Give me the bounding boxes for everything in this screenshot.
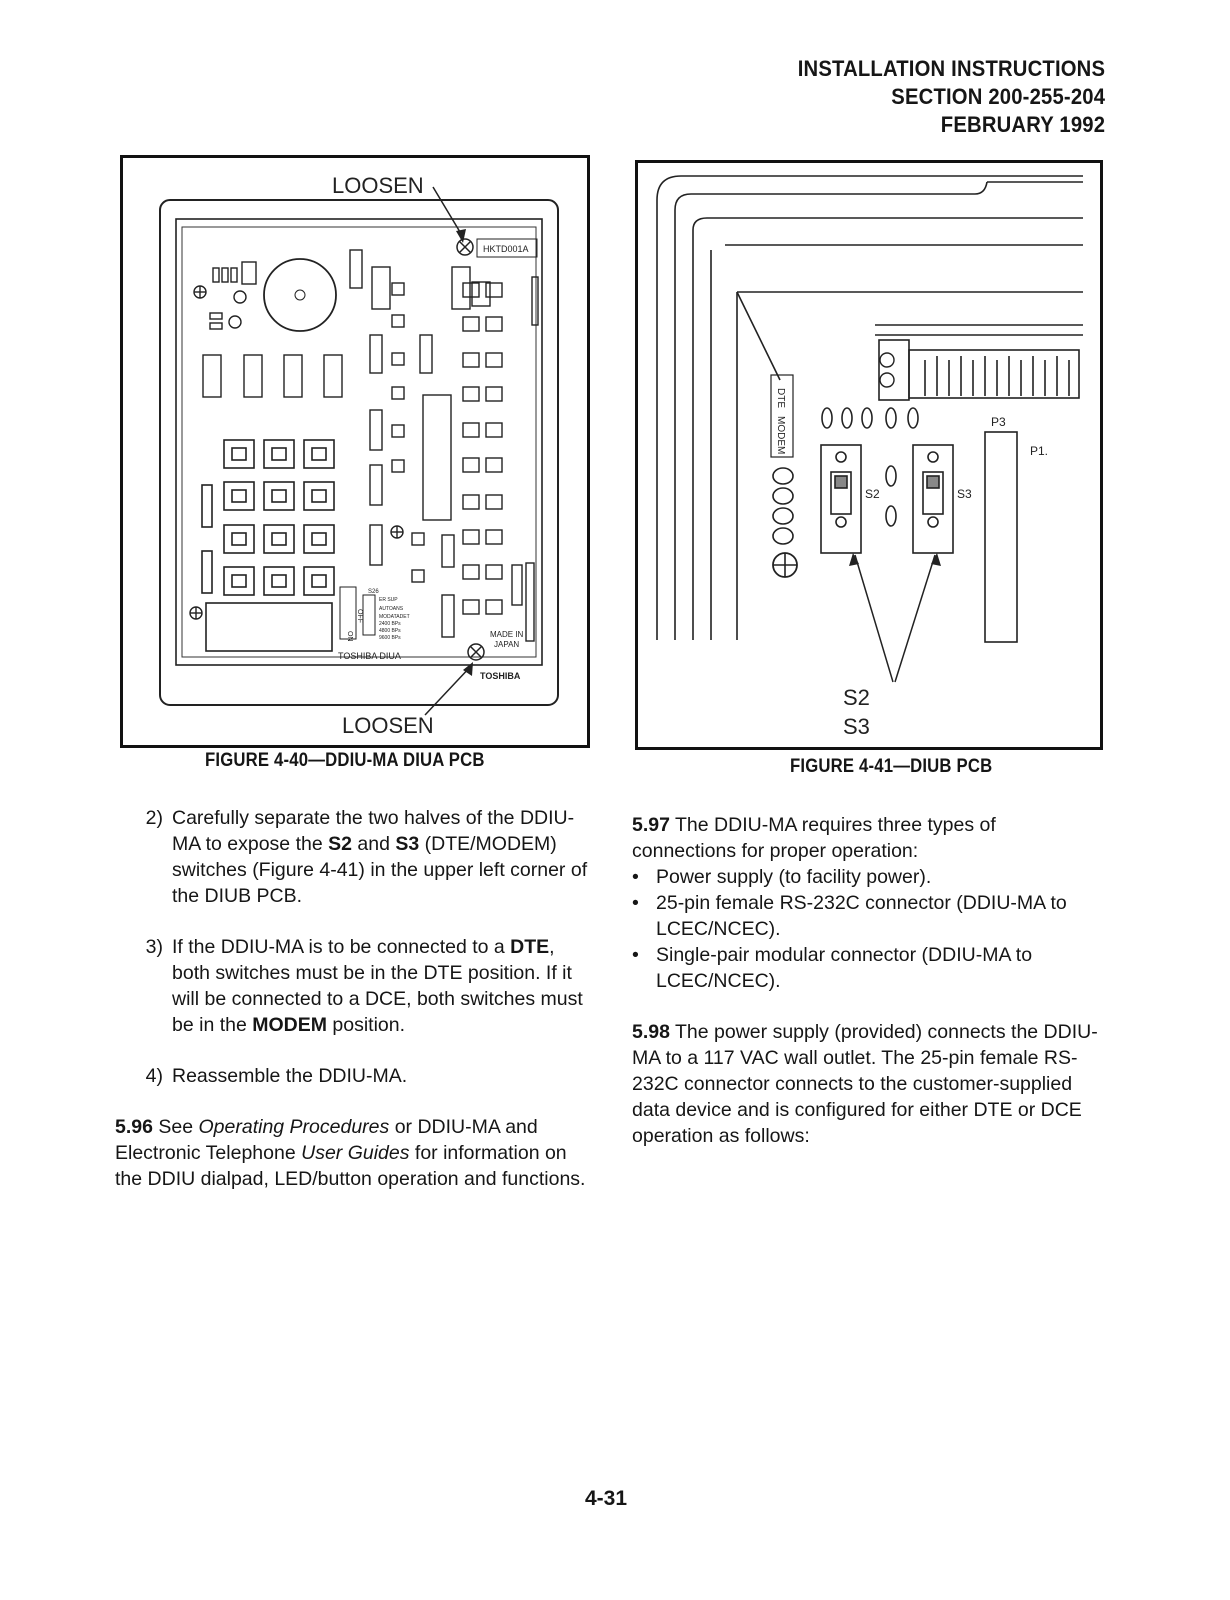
switch-opt-3: MODATADET — [379, 614, 410, 620]
switch-opt-2: AUTOANS — [379, 606, 404, 612]
button-grid — [201, 439, 335, 596]
step-2-s3: S3 — [395, 833, 420, 855]
loosen-bottom-label: LOOSEN — [342, 713, 434, 738]
step-2-text: Carefully separate the two halves of the… — [172, 805, 590, 909]
paragraph-5-98-number: 5.98 — [632, 1021, 670, 1043]
paragraph-5-97-text: The DDIU-MA requires three types of conn… — [632, 814, 996, 862]
step-3-dte: DTE — [510, 936, 550, 958]
bullet-item-3: • Single-pair modular connector (DDIU-MA … — [632, 942, 1102, 994]
step-3-number: 3) — [145, 936, 163, 958]
bullet-icon: • — [632, 944, 639, 966]
screw-top-icon — [456, 238, 474, 256]
step-3-part-c: position. — [326, 1014, 406, 1036]
s2-callout-label: S2 — [843, 685, 870, 710]
figure-4-41-diub-pcb: DTE MODEM S2 S3 P3 P1. S2 S3 — [635, 160, 1103, 750]
switch-opt-5: 4800 BPs — [379, 628, 401, 634]
paragraph-5-97-number: 5.97 — [632, 814, 670, 836]
step-2-part-c: (DTE/MODEM) switches (Figure 4-41) in th… — [172, 833, 588, 907]
s3-callout-label: S3 — [843, 714, 870, 739]
bullet-text-1: Power supply (to facility power). — [656, 866, 932, 888]
bullet-item-1: • Power supply (to facility power). — [632, 864, 1102, 890]
s3-switch — [912, 444, 954, 554]
p1-label: P1. — [1030, 444, 1048, 458]
screw-bottom-icon — [467, 643, 485, 661]
step-4-text: Reassemble the DDIU-MA. — [172, 1065, 408, 1087]
page-number: 4-31 — [585, 1487, 628, 1510]
dte-label: DTE — [775, 388, 786, 408]
figure-4-40-diua-pcb: LOOSEN HKTD001A — [120, 155, 590, 748]
step-3-part-b: , both switches must be in the DTE posit… — [172, 936, 583, 1036]
paragraph-5-96: 5.96 See Operating Procedures or DDIU-MA… — [115, 1114, 590, 1192]
paragraph-5-97: 5.97 The DDIU-MA requires three types of… — [632, 812, 1102, 864]
switch-opt-1: ER SUP — [379, 597, 398, 603]
paragraph-5-98-text: The power supply (provided) connects the… — [632, 1021, 1098, 1147]
switch-off-label: OFF — [356, 609, 363, 623]
switch-opt-4: 2400 BPs — [379, 621, 401, 627]
left-column: 2) Carefully separate the two halves of … — [115, 805, 590, 1217]
bullet-icon: • — [632, 892, 639, 914]
connector-pins — [924, 356, 1070, 396]
header-section: SECTION 200-255-204 — [891, 84, 1105, 109]
figure-4-41-caption: FIGURE 4-41—DIUB PCB — [790, 756, 993, 777]
s2-switch-label: S2 — [865, 487, 880, 501]
operating-procedures-ref: Operating Procedures — [198, 1116, 390, 1138]
loosen-top-label: LOOSEN — [332, 173, 424, 198]
s2-switch — [820, 444, 862, 554]
user-guides-ref: User Guides — [301, 1142, 410, 1164]
step-2-number: 2) — [145, 807, 163, 829]
step-3-modem: MODEM — [252, 1014, 327, 1036]
paragraph-5-96-part-b: or DDIU-MA and Electronic Telephone — [115, 1116, 538, 1164]
step-3-text: If the DDIU-MA is to be connected to a D… — [172, 934, 590, 1038]
japan-label: JAPAN — [494, 640, 519, 649]
step-2-s2: S2 — [328, 833, 352, 855]
bullet-icon: • — [632, 866, 639, 888]
step-4: 4) Reassemble the DDIU-MA. — [115, 1063, 590, 1089]
figure-4-40-caption: FIGURE 4-40—DDIU-MA DIUA PCB — [205, 750, 485, 771]
header-title: INSTALLATION INSTRUCTIONS — [797, 56, 1105, 81]
paragraph-5-96-part-c: for information on the DDIU dialpad, LED… — [115, 1142, 586, 1190]
made-in-label: MADE IN — [490, 630, 524, 639]
step-3: 3) If the DDIU-MA is to be connected to … — [115, 934, 590, 1038]
header-date: FEBRUARY 1992 — [940, 112, 1105, 137]
step-3-part-a: If the DDIU-MA is to be connected to a — [172, 936, 511, 958]
paragraph-5-96-part-a: See — [152, 1116, 199, 1138]
board-name-label: TOSHIBA DIUA — [338, 651, 401, 661]
step-2-part-a: Carefully separate the two halves of the… — [172, 807, 575, 855]
buzzer-icon — [263, 258, 337, 332]
step-2-part-b: and — [351, 833, 396, 855]
bullet-text-2: 25-pin female RS-232C connector (DDIU-MA… — [656, 892, 1067, 940]
document-header: INSTALLATION INSTRUCTIONS SECTION 200-25… — [798, 55, 1105, 139]
switch-on-label: ON — [346, 631, 353, 642]
part-code-label: HKTD001A — [483, 244, 529, 254]
step-4-number: 4) — [145, 1065, 163, 1087]
switch-opt-6: 9600 BPs — [379, 635, 401, 641]
right-column: 5.97 The DDIU-MA requires three types of… — [632, 812, 1102, 1174]
step-2: 2) Carefully separate the two halves of … — [115, 805, 590, 909]
s3-switch-label: S3 — [957, 487, 972, 501]
p3-label: P3 — [991, 415, 1006, 429]
brand-label: TOSHIBA — [480, 671, 521, 681]
bullet-item-2: • 25-pin female RS-232C connector (DDIU-M… — [632, 890, 1102, 942]
paragraph-5-96-number: 5.96 — [115, 1116, 153, 1138]
modem-label: MODEM — [775, 416, 786, 454]
paragraph-5-98: 5.98 The power supply (provided) connect… — [632, 1019, 1102, 1149]
switch-id-label: S26 — [368, 589, 379, 595]
bullet-text-3: Single-pair modular connector (DDIU-MA t… — [656, 944, 1033, 992]
